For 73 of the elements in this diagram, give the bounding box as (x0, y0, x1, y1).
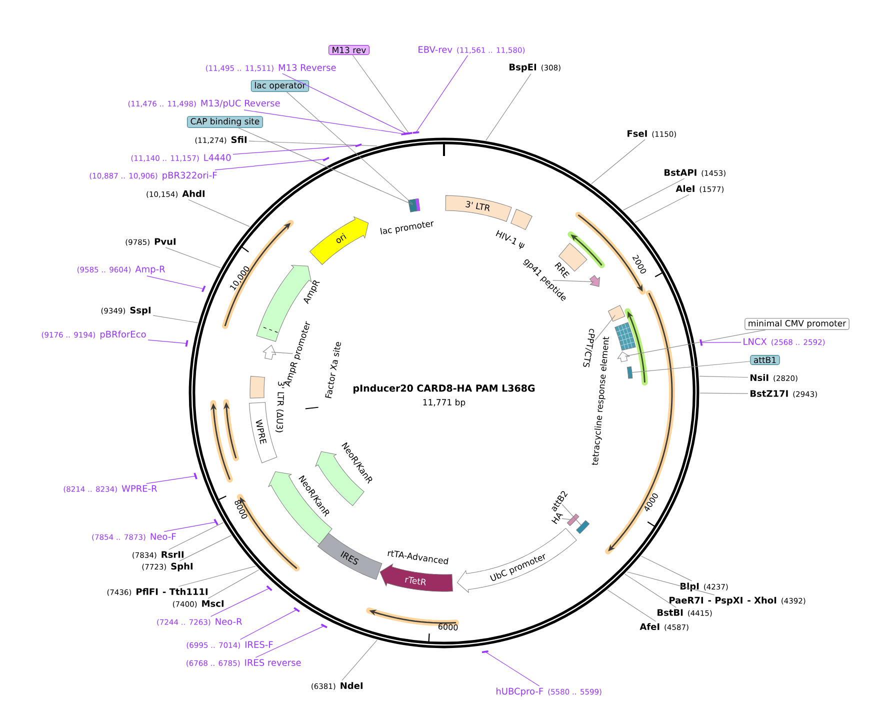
feature-block: ori (310, 216, 369, 265)
leader-line (210, 585, 272, 617)
leader-line (624, 574, 676, 608)
leader-line (286, 92, 413, 204)
leader-line (188, 199, 250, 227)
feature-box (608, 305, 626, 322)
leader-line (244, 110, 408, 136)
leader-line (607, 590, 656, 622)
feature-box (250, 376, 265, 398)
feature-block (262, 344, 276, 360)
leader-line (152, 315, 198, 324)
feature-tag: lac operator (250, 80, 310, 92)
leader-line (631, 361, 750, 373)
tick-label: 6000 (438, 624, 458, 630)
leader-line (178, 566, 256, 587)
feature-label: lac promoter (380, 221, 434, 234)
leader-line (552, 280, 594, 282)
leader-line (352, 54, 412, 135)
leader-line (164, 518, 218, 532)
leader-line (179, 535, 232, 562)
leader-line (238, 128, 413, 205)
leader-line (594, 314, 616, 341)
leader-line (248, 140, 378, 146)
feature-tag: minimal CMV promoter (744, 318, 850, 330)
feature-box: 3' LTR (445, 195, 512, 222)
feature-label: rtTA-Advanced (388, 550, 448, 564)
feature-tag: M13 rev (328, 44, 370, 55)
leader-line (634, 194, 690, 223)
leader-line (562, 504, 582, 526)
leader-line (412, 55, 468, 134)
leader-line (214, 156, 330, 170)
feature-label: Factor Xa site (325, 342, 341, 398)
leader-line (482, 650, 540, 686)
leader-line (240, 607, 300, 640)
map-title: pInducer20 CARD8-HA PAM L368G (354, 384, 535, 394)
feature-label: HA (551, 513, 563, 524)
leader-line (232, 143, 362, 155)
leader-line (591, 139, 646, 184)
size-label: 11,771 bp (423, 398, 466, 408)
feature-block (590, 275, 600, 287)
leader-line (486, 74, 532, 141)
leader-line (146, 276, 206, 292)
feature-box (626, 366, 633, 379)
feature-box: IRES (318, 532, 382, 580)
leader-line (146, 472, 198, 484)
leader-line (255, 624, 328, 658)
leader-line (699, 376, 748, 378)
leader-line (342, 640, 378, 681)
leader-line (165, 247, 221, 268)
tick-label: 2000 (632, 254, 646, 274)
feature-tag: CAP binding site (187, 116, 263, 128)
leader-line (641, 556, 692, 582)
tick-label: 8000 (234, 500, 248, 519)
feature-tick (304, 406, 319, 410)
feature-label: 3' LTR (ΔU3) (275, 382, 284, 432)
leader-line (208, 570, 260, 599)
feature-block (617, 352, 630, 362)
leader-line (700, 339, 742, 346)
leader-line (271, 352, 293, 354)
leader-line (622, 178, 685, 210)
feature-box (576, 520, 590, 534)
feature-box (566, 514, 580, 526)
feature-box (614, 322, 636, 351)
feature-block: rTetR (380, 564, 453, 592)
leader-line (148, 340, 188, 347)
leader-line (562, 518, 572, 520)
leader-line (168, 522, 224, 550)
leader-line (282, 73, 410, 136)
leader-line (700, 392, 748, 394)
feature-tag: attB1 (750, 355, 780, 365)
leader-line (624, 330, 766, 356)
leader-line (626, 572, 715, 596)
feature-label: cPPT/CTS (583, 328, 595, 368)
